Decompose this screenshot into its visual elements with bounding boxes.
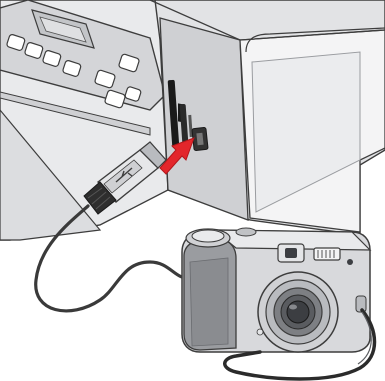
lens-glass xyxy=(287,301,309,323)
shutter-button xyxy=(236,228,256,236)
digital-camera-icon xyxy=(182,228,370,352)
printer-icon xyxy=(0,0,385,240)
